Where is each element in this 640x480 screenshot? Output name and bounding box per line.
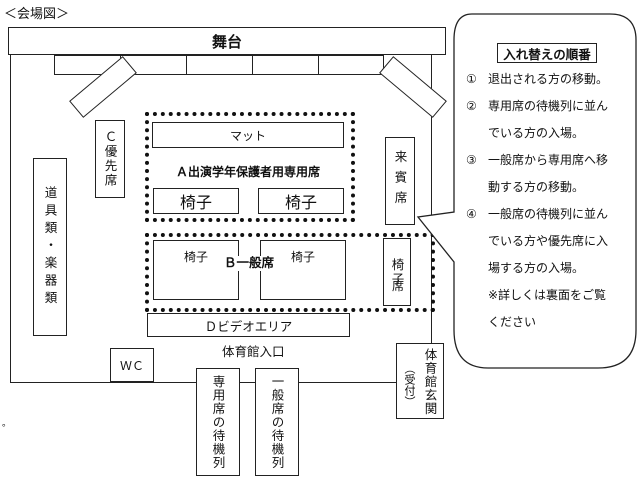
area-d-video-area: Ｄビデオエリア xyxy=(147,313,350,337)
reception-label: （受付） xyxy=(403,363,416,407)
side-seat-suffix: 席 xyxy=(392,279,405,293)
legend-text: 専用席の待機列に並ん xyxy=(488,99,609,113)
legend-text: 一般席の待機列に並ん xyxy=(488,207,609,221)
chair-label: 椅子 xyxy=(184,250,209,264)
chair-label: 椅子 xyxy=(284,193,317,212)
footnote-mark: 。 xyxy=(2,419,12,429)
legend-item: ① 退出される方の移動。 xyxy=(466,73,608,85)
wc: ＷＣ xyxy=(110,348,154,382)
legend-text: 一般席から専用席へ移 xyxy=(488,153,609,167)
legend-text: でいる方の入場。 xyxy=(488,126,585,140)
mat-area: マット xyxy=(152,122,344,148)
general-queue-label: 一般席の待機列 xyxy=(269,374,285,470)
legend-number: ④ xyxy=(466,207,477,221)
reserved-seat-queue: 専用席の待機列 xyxy=(196,368,240,476)
legend-item: 動する方の移動。 xyxy=(466,181,584,193)
area-a-reserved-seats xyxy=(145,112,355,222)
legend-number: ② xyxy=(466,99,477,113)
legend-bubble xyxy=(416,13,637,369)
gym-hall-entrance: 体育館玄関 （受付） xyxy=(396,343,444,419)
guest-label: 来賓席 xyxy=(392,150,408,212)
area-a-label: Ａ出演学年保護者用専用席 xyxy=(176,165,321,179)
legend-title-box: 入れ替えの順番 xyxy=(497,43,597,63)
gym-hall-label: 体育館玄関 xyxy=(422,348,438,416)
area-b-label: Ｂ一般席 xyxy=(222,255,277,271)
diagram-caption: ＜会場図＞ xyxy=(4,7,70,22)
legend-item: ④ 一般席の待機列に並ん xyxy=(466,208,608,220)
area-c-label: Ｃ優先席 xyxy=(102,130,118,188)
legend-text: でいる方や優先席に入 xyxy=(488,234,609,248)
area-d-label: Ｄビデオエリア xyxy=(204,318,293,334)
legend-item: ② 専用席の待機列に並ん xyxy=(466,100,608,112)
area-c-priority-seats: Ｃ優先席 xyxy=(95,120,125,198)
stage-label: 舞台 xyxy=(211,32,242,51)
chair-label: 椅子 xyxy=(179,193,212,212)
general-seat-queue: 一般席の待機列 xyxy=(255,368,299,476)
area-a-chair-right: 椅子 xyxy=(258,188,344,214)
reserved-queue-label: 専用席の待機列 xyxy=(210,374,226,470)
legend-text: 場する方の入場。 xyxy=(488,261,585,275)
legend-number: ① xyxy=(466,72,477,86)
legend-item: ※詳しくは裏面をご覧 xyxy=(466,289,606,301)
props-label: 道具類・楽器類 xyxy=(42,185,58,309)
area-b-general-seats xyxy=(145,233,435,312)
legend-text: 退出される方の移動。 xyxy=(488,72,609,86)
props-storage: 道具類・楽器類 xyxy=(33,158,67,336)
stage-front-dividers xyxy=(54,55,384,75)
legend-text: ください xyxy=(488,315,537,329)
legend-item: でいる方や優先席に入 xyxy=(466,235,608,247)
legend-title: 入れ替えの順番 xyxy=(503,46,591,62)
stage: 舞台 xyxy=(8,27,446,55)
area-b-chair-side: 椅子 xyxy=(383,238,411,306)
guest-seats: 来賓席 xyxy=(385,137,415,225)
chair-label: 椅子 xyxy=(291,250,316,264)
legend-item: ください xyxy=(466,316,536,328)
legend-item: でいる方の入場。 xyxy=(466,127,584,139)
legend-item: 場する方の入場。 xyxy=(466,262,584,274)
legend-bubble-outline xyxy=(416,13,637,369)
legend-number: ③ xyxy=(466,153,477,167)
legend-text: 動する方の移動。 xyxy=(488,180,585,194)
mat-label: マット xyxy=(229,128,266,143)
legend-item: ③ 一般席から専用席へ移 xyxy=(466,154,608,166)
area-a-chair-left: 椅子 xyxy=(153,188,239,214)
gym-entrance-label: 体育館入口 xyxy=(222,344,285,359)
legend-text: ※詳しくは裏面をご覧 xyxy=(488,288,607,302)
chair-side-label: 椅子 xyxy=(389,257,405,287)
wc-label: ＷＣ xyxy=(119,358,144,373)
